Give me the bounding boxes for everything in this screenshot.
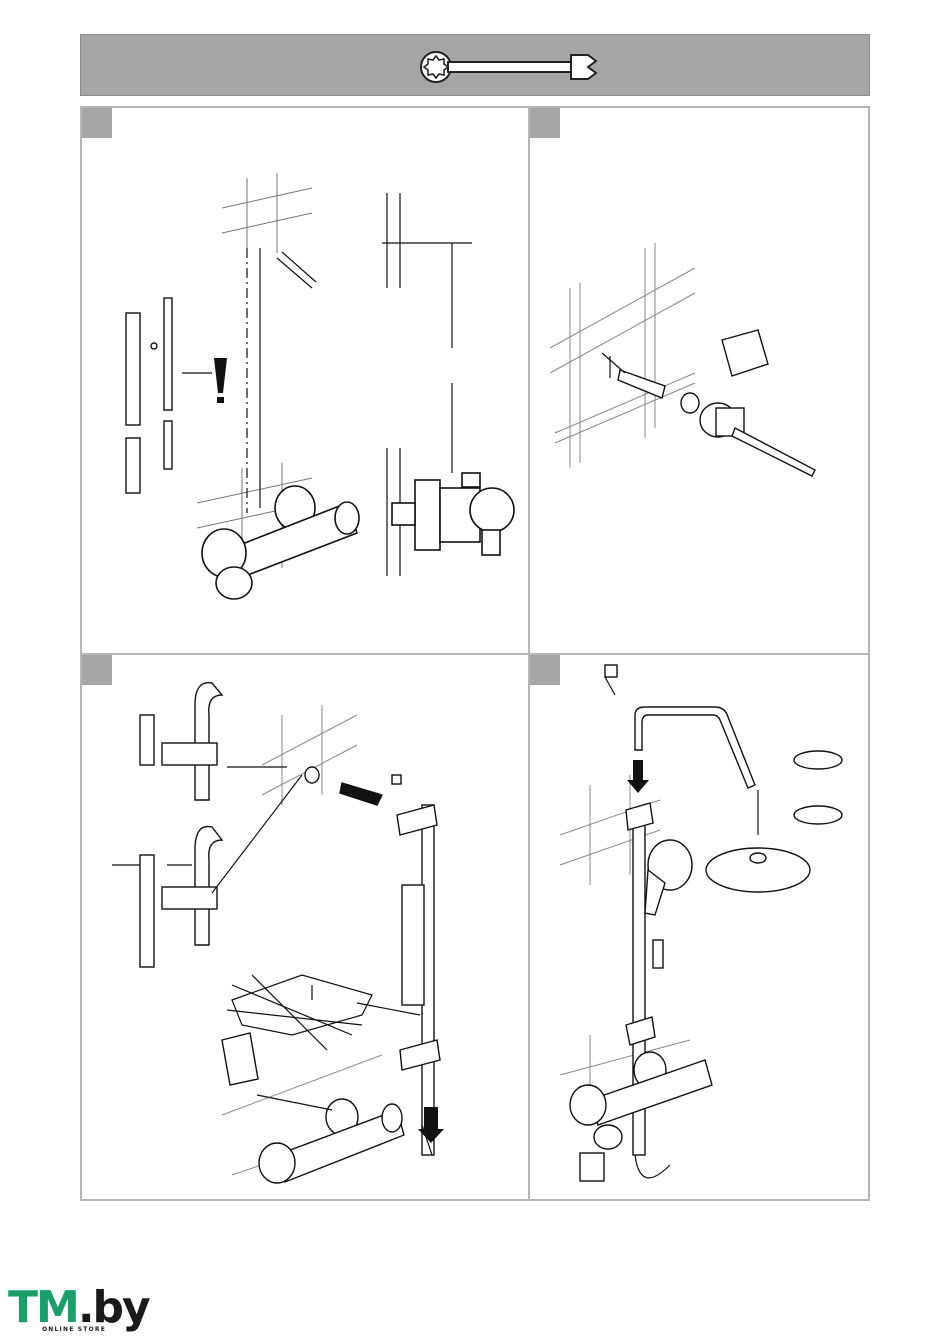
riser-rail-illustration <box>82 655 528 1197</box>
mixer-mounting-illustration <box>82 108 528 653</box>
panel-step-1 <box>82 108 530 655</box>
logo-subtitle: ONLINE STORE <box>42 1326 106 1333</box>
wrench-icon <box>416 47 616 87</box>
header-band <box>80 34 870 96</box>
shower-heads-illustration <box>530 655 866 1197</box>
panel-step-2 <box>530 108 868 655</box>
wall-anchor-illustration <box>530 108 866 653</box>
tm-by-logo: TM.by ONLINE STORE <box>8 1284 128 1338</box>
panel-step-4 <box>530 655 868 1199</box>
instruction-grid <box>80 106 870 1201</box>
panel-step-3 <box>82 655 530 1199</box>
